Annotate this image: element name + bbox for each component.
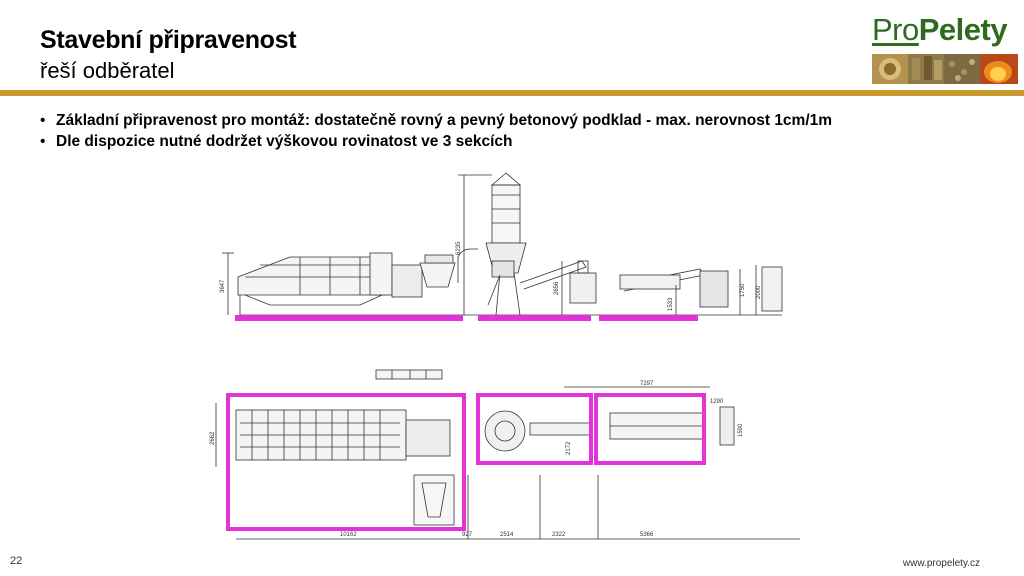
dim-right-w: 1290	[710, 399, 724, 405]
dim-seg-a: 10162	[340, 532, 357, 538]
dim-right-height-a: 1750	[740, 283, 746, 297]
dim-mid-depth: 2172	[566, 441, 572, 455]
dim-right-h: 1590	[738, 423, 744, 437]
dim-left-height: 3647	[220, 279, 226, 293]
dim-seg-d: 2322	[552, 532, 566, 538]
bullet-list: Základní připravenost pro montáž: dostat…	[40, 110, 832, 152]
logo-photo-strip	[872, 54, 1018, 84]
dim-overall-length: 7297	[640, 381, 654, 387]
company-logo: ProPelety	[868, 8, 1020, 86]
dim-seg-e: 5366	[640, 532, 654, 538]
website-url: www.propelety.cz	[902, 558, 980, 569]
dim-small-height: 1533	[668, 297, 674, 311]
dim-mid-height: 2656	[554, 281, 560, 295]
logo-text: ProPelety	[872, 12, 1008, 48]
bullet-item: Dle dispozice nutné dodržet výškovou rov…	[40, 131, 832, 152]
dim-width-left: 2662	[210, 431, 216, 445]
slide-title: Stavební připravenost	[40, 26, 297, 54]
dim-seg-c: 2514	[500, 532, 514, 538]
side-view	[222, 172, 783, 316]
slide-subtitle: řeší odběratel	[40, 58, 175, 83]
plan-view	[215, 369, 800, 540]
bullet-item: Základní připravenost pro montáž: dostat…	[40, 110, 832, 131]
dim-total-height: 6235	[456, 241, 462, 255]
dim-right-height-b: 2000	[756, 285, 762, 299]
header-divider	[0, 90, 1024, 96]
logo-text-pelety: Pelety	[918, 12, 1008, 47]
logo-text-pro: Pro	[872, 12, 919, 47]
page-number: 22	[10, 555, 23, 567]
dim-seg-b: 927	[462, 532, 473, 538]
plan-view-sections	[226, 393, 706, 531]
technical-drawing: 6235 3647 2656 1533 1750 2000	[200, 165, 800, 550]
side-view-level-markers	[235, 315, 698, 321]
